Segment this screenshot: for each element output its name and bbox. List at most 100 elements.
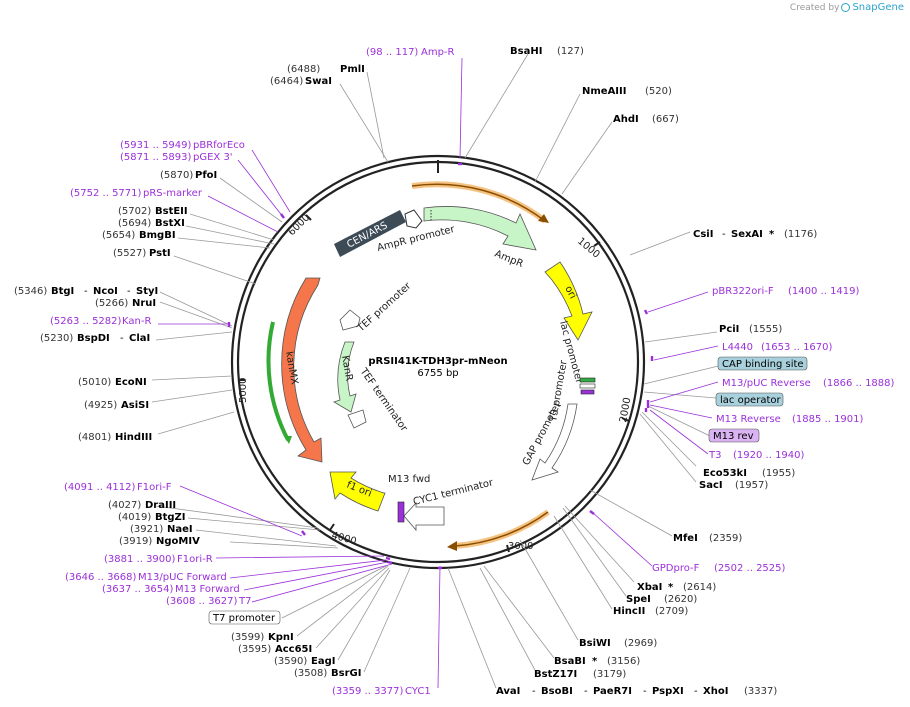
leader-ampr-primer bbox=[459, 57, 463, 159]
leader-bspdi bbox=[155, 331, 233, 341]
label-bstz17i-name: BstZ17I bbox=[534, 669, 577, 680]
label-ahdi-pos: (667) bbox=[652, 114, 679, 125]
label-m13puc-fwd-name: M13/pUC Forward bbox=[138, 572, 227, 583]
kanmx-inner-arc bbox=[266, 321, 290, 441]
ampr-label: AmpR bbox=[493, 249, 525, 270]
leader-bsabi bbox=[483, 565, 555, 659]
label-bsobi-name: BsoBI bbox=[541, 686, 573, 697]
tick-label-3000: 3000 bbox=[508, 541, 533, 552]
leader-psti bbox=[173, 255, 257, 285]
label-t7-name: T7 bbox=[238, 596, 251, 607]
label-bstxi-name: BstXI bbox=[155, 218, 185, 229]
label-bsteii-pos: (5702) bbox=[118, 206, 151, 217]
ori-label: ori bbox=[562, 284, 578, 301]
label-bspdi-name: BspDI bbox=[77, 333, 110, 344]
label-m13rev-name: M13 rev bbox=[713, 431, 754, 442]
label-t3-range: (1920 .. 1940) bbox=[733, 450, 805, 461]
label-m13reverse-range: (1885 .. 1901) bbox=[792, 414, 864, 425]
label-bsiwi-pos: (2969) bbox=[624, 638, 657, 649]
label-btgi-sep: - bbox=[84, 286, 88, 297]
label-pbrforeco-name: pBRforEco bbox=[193, 140, 245, 151]
label-sexai-pos: (1176) bbox=[784, 229, 817, 240]
feature-kanr-arrow bbox=[333, 341, 357, 413]
label-acc65i-name: Acc65I bbox=[275, 644, 312, 655]
tick-3000 bbox=[506, 544, 510, 553]
label-t7prom-name: T7 promoter bbox=[212, 613, 276, 624]
plasmid-name: pRSII41K-TDH3pr-mNeon bbox=[368, 356, 507, 367]
label-econi-pos: (5010) bbox=[78, 377, 111, 388]
orf-highlight-mneon bbox=[454, 509, 550, 549]
tick-1000 bbox=[593, 241, 601, 247]
tick-4000 bbox=[329, 523, 335, 531]
label-clai-name: ClaI bbox=[129, 333, 150, 344]
label-econi-name: EcoNI bbox=[115, 377, 147, 388]
feature-ori-arrow bbox=[544, 261, 593, 341]
leader-m13puc-fwd bbox=[229, 559, 387, 579]
label-btgzi-name: BtgZI bbox=[155, 512, 186, 523]
label-m13forward-name: M13 Forward bbox=[175, 584, 240, 595]
label-bsahi-pos: (127) bbox=[557, 46, 584, 57]
label-bsrgi-pos: (3508) bbox=[294, 668, 327, 679]
leader-t3 bbox=[649, 409, 709, 455]
label-avai-sep: - bbox=[532, 686, 536, 697]
feature-cen-ars: CEN/ARS bbox=[334, 210, 406, 257]
orf-arrowhead-mneon bbox=[447, 541, 457, 551]
orf-arrowhead-ampr bbox=[538, 214, 549, 223]
leader-pbrforeco bbox=[251, 149, 291, 213]
label-f1orir-range: (3881 .. 3900) bbox=[104, 554, 176, 565]
leader-btgzi bbox=[187, 517, 321, 531]
label-pmli-name: PmlI bbox=[340, 64, 365, 75]
leader-pbr322 bbox=[647, 291, 709, 313]
primer-leader-lines bbox=[158, 57, 719, 689]
feature-ampr-arrow bbox=[423, 206, 537, 251]
label-psti-name: PstI bbox=[149, 248, 171, 259]
leader-lacop bbox=[643, 391, 717, 399]
leader-asisi bbox=[151, 389, 233, 403]
label-pspxi-name: PspXI bbox=[652, 686, 684, 697]
lac-operator-box bbox=[715, 392, 784, 407]
label-pgex3-name: pGEX 3' bbox=[193, 152, 233, 163]
lac-region-marks bbox=[579, 377, 596, 395]
label-m13puc-rev-name: M13/pUC Reverse bbox=[722, 378, 811, 389]
tick-label-5000: 5000 bbox=[238, 378, 249, 403]
label-sexai-name: SexAI bbox=[731, 229, 763, 240]
label-saci-name: SacI bbox=[699, 480, 723, 491]
label-bsiwi-name: BsiWI bbox=[579, 638, 611, 649]
feature-cyc1-terminator-arrow bbox=[403, 501, 445, 532]
label-bstxi-pos: (5694) bbox=[118, 218, 151, 229]
leader-pgex3 bbox=[237, 159, 285, 219]
leader-bsahi bbox=[464, 53, 529, 159]
leader-f1orir bbox=[215, 555, 385, 559]
label-acc65i-pos: (3595) bbox=[238, 644, 271, 655]
label-styi-name: StyI bbox=[136, 286, 158, 297]
label-bsrgi-name: BsrGI bbox=[331, 668, 361, 679]
leader-ngomiv bbox=[229, 541, 339, 549]
label-eco53ki-name: Eco53kI bbox=[703, 468, 747, 479]
label-m13reverse-name: M13 Reverse bbox=[716, 414, 781, 425]
label-nrui-name: NruI bbox=[132, 298, 156, 309]
leader-pfoi bbox=[219, 177, 283, 223]
tef-terminator-label: TEF terminator bbox=[357, 366, 410, 435]
orf-arrow-ampr bbox=[411, 183, 546, 222]
label-lacop-name: lac operator bbox=[720, 395, 781, 406]
label-csii-sep: - bbox=[722, 229, 726, 240]
label-nmeaiii-name: NmeAIII bbox=[582, 86, 626, 97]
leader-m13puc-rev bbox=[649, 381, 719, 403]
label-mfei-name: MfeI bbox=[673, 533, 698, 544]
leader-csii bbox=[629, 231, 691, 256]
label-hincii-pos: (2709) bbox=[655, 606, 688, 617]
label-csii-name: CsiI bbox=[693, 229, 713, 240]
snapgene-logo-icon bbox=[841, 3, 851, 12]
t7-promoter-box bbox=[208, 610, 281, 625]
label-btgi-name: BtgI bbox=[51, 286, 74, 297]
leader-acc65i bbox=[315, 567, 390, 649]
label-ncoi-name: NcoI bbox=[93, 286, 118, 297]
label-kanr-primer-name: Kan-R bbox=[122, 316, 151, 327]
leader-bsiwi bbox=[519, 539, 579, 641]
snapgene-brand: SnapGene bbox=[852, 2, 904, 13]
label-btgi-pos: (5346) bbox=[14, 286, 47, 297]
primer-marks bbox=[227, 162, 654, 570]
label-btgzi-pos: (4019) bbox=[118, 512, 151, 523]
label-hincii-name: HincII bbox=[613, 606, 645, 617]
label-ncoi-sep: - bbox=[127, 286, 131, 297]
